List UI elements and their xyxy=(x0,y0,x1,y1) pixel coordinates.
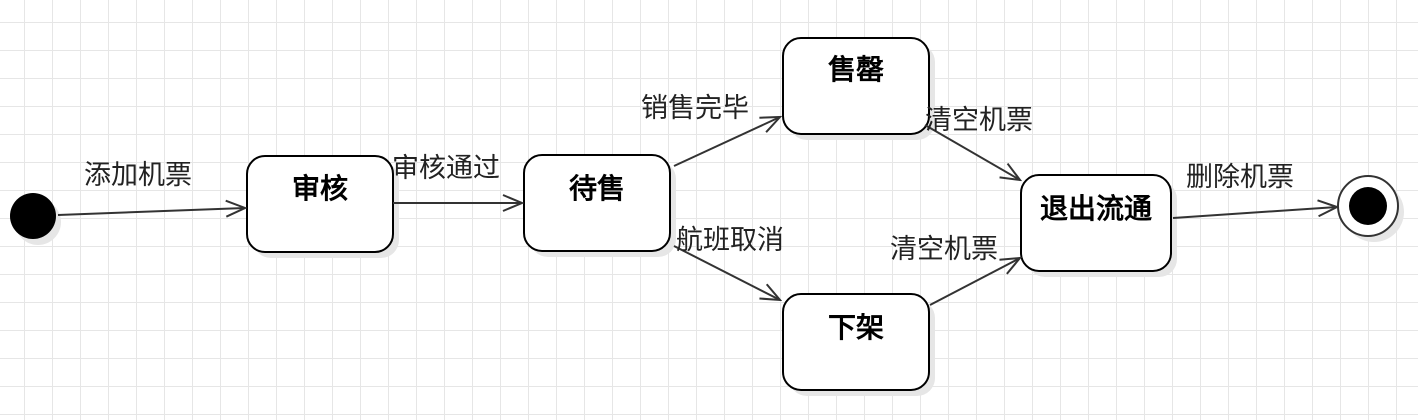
state-off-shelf-label: 下架 xyxy=(828,311,884,344)
state-for-sale-label: 待售 xyxy=(569,172,625,205)
transition-exit-to-final xyxy=(1172,207,1337,219)
state-for-sale-box xyxy=(523,154,671,252)
state-sold-out-label: 售罄 xyxy=(828,53,884,86)
transition-initial-to-review xyxy=(57,208,245,215)
transition-off-shelf-to-exit xyxy=(929,258,1020,306)
state-exit-box xyxy=(1020,174,1172,272)
state-exit-label: 退出流通 xyxy=(1040,192,1152,225)
transition-label-flight-cancelled: 航班取消 xyxy=(676,225,784,256)
transition-label-delete-ticket: 删除机票 xyxy=(1186,162,1294,193)
transition-for-sale-to-sold-out xyxy=(673,117,780,167)
transition-label-sales-complete: 销售完毕 xyxy=(641,93,749,124)
state-sold-out-box xyxy=(782,37,930,135)
final-state-node-inner xyxy=(1349,187,1387,225)
state-review-label: 审核 xyxy=(292,172,348,205)
transition-sold-out-to-exit xyxy=(924,124,1020,180)
transition-label-clear-tickets-bottom: 清空机票 xyxy=(890,234,998,265)
transition-label-clear-tickets-top: 清空机票 xyxy=(925,105,1033,136)
transition-label-review-passed: 审核通过 xyxy=(392,153,500,184)
initial-state-node xyxy=(10,193,56,239)
state-off-shelf-box xyxy=(782,293,930,391)
transition-for-sale-to-off-shelf xyxy=(673,245,780,300)
transition-label-add-ticket: 添加机票 xyxy=(84,160,192,191)
